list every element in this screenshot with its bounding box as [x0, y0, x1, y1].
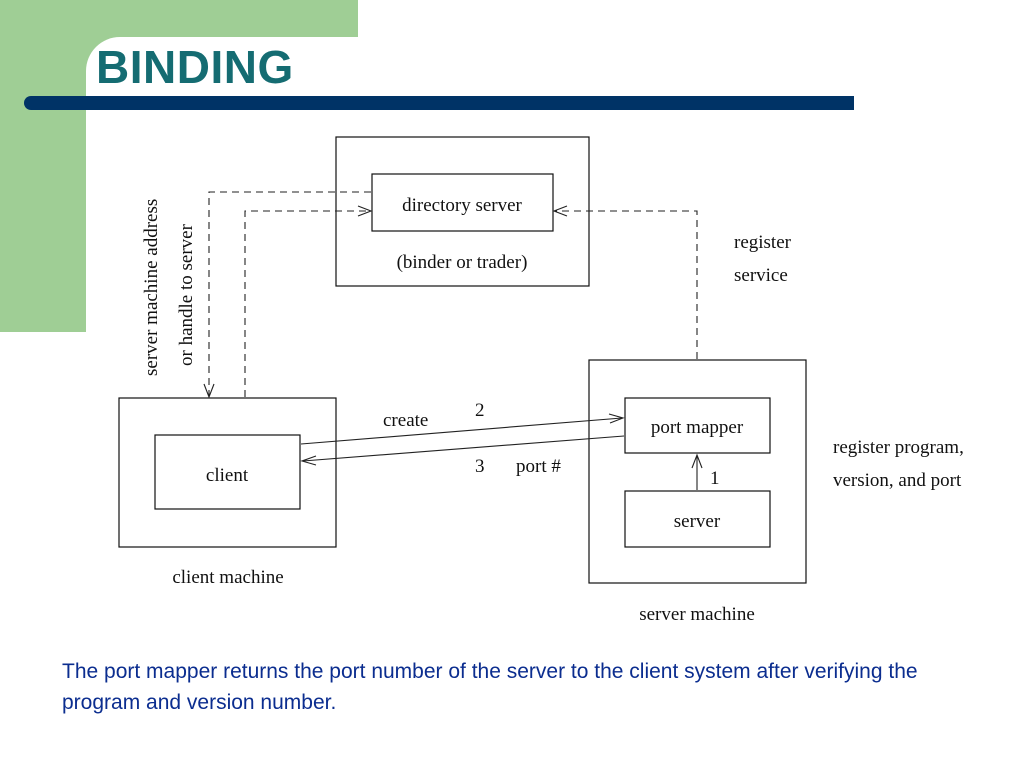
register-program-line1: register program,: [833, 437, 964, 458]
binder-or-trader-label: (binder or trader): [397, 252, 528, 273]
register-program-line2: version, and port: [833, 470, 962, 491]
server-label: server: [674, 511, 721, 532]
port-arrowhead: [300, 455, 317, 466]
step-1-label: 1: [710, 468, 720, 489]
lookup-arrowhead: [357, 205, 373, 217]
server-machine-label: server machine: [639, 604, 755, 625]
step-2-label: 2: [475, 400, 485, 421]
slide-title: BINDING: [96, 41, 294, 93]
port-mapper-box: [624, 397, 771, 454]
register-up-arrowhead: [691, 453, 703, 469]
dashed-lookup-line: [244, 210, 370, 397]
register-service-line2: service: [734, 265, 788, 286]
register-service-line1: register: [734, 232, 792, 253]
client-box: [154, 434, 301, 510]
directory-server-label: directory server: [402, 195, 522, 216]
address-arrowhead: [203, 383, 215, 399]
port-arrow-line: [302, 435, 625, 462]
port-mapper-label: port mapper: [651, 417, 744, 438]
client-label: client: [206, 465, 249, 486]
create-arrow-line: [300, 417, 623, 445]
server-box: [624, 490, 771, 548]
title-underline-bar: [24, 96, 854, 110]
vertical-label-address: server machine address: [141, 199, 162, 376]
dashed-register-line: [555, 210, 698, 359]
slide-caption: The port mapper returns the port number …: [62, 660, 918, 714]
vertical-label-handle: or handle to server: [176, 223, 197, 366]
directory-server-box: [371, 173, 554, 232]
port-number-label: port #: [516, 456, 561, 477]
client-machine-label: client machine: [172, 567, 283, 588]
dashed-address-line: [208, 191, 371, 396]
create-label: create: [383, 410, 428, 431]
create-arrowhead: [608, 413, 625, 424]
binding-diagram: directory server (binder or trader) clie…: [118, 136, 964, 625]
step-3-label: 3: [475, 456, 485, 477]
register-arrowhead: [552, 205, 568, 217]
